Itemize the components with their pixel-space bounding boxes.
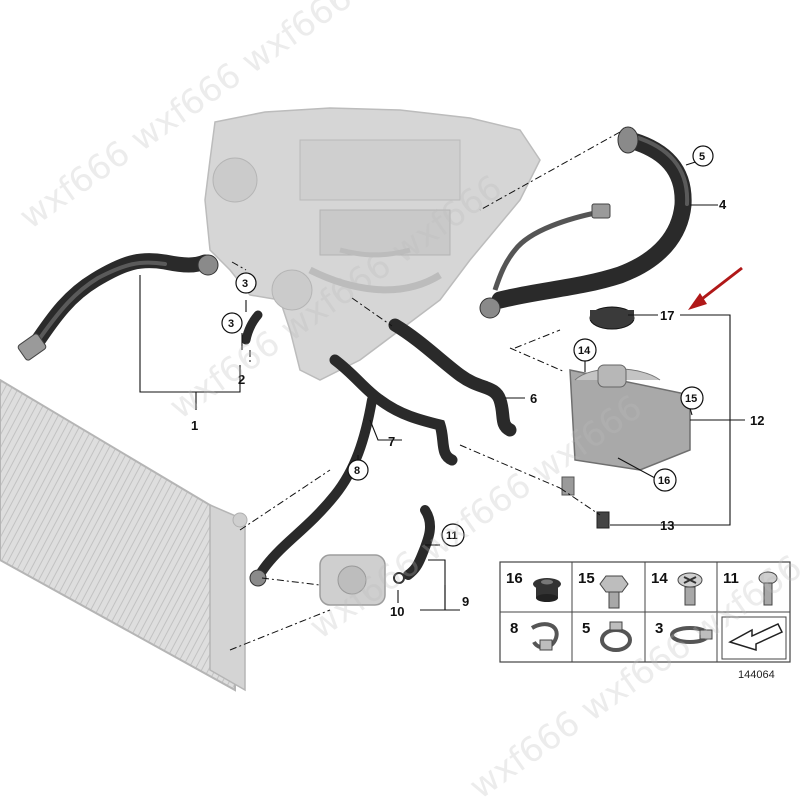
callout-10: 10 — [390, 604, 404, 619]
callout-4: 4 — [719, 197, 727, 212]
callout-1: 1 — [191, 418, 198, 433]
engine-block — [204, 107, 541, 381]
highlight-arrow-icon — [688, 266, 743, 310]
callout-9: 9 — [462, 594, 469, 609]
callouts: 1 2 4 6 7 9 10 12 13 17 3 3 5 8 11 14 15… — [191, 145, 764, 619]
water-pump-part-9 — [319, 505, 436, 606]
grid-label-16: 16 — [506, 570, 523, 587]
cross-screw-icon — [677, 572, 703, 606]
callout-6: 6 — [530, 391, 537, 406]
callout-17: 17 — [660, 308, 674, 323]
grommet-icon — [533, 578, 561, 602]
callout-16: 16 — [658, 475, 670, 487]
spring-clip-icon — [530, 622, 559, 651]
grid-label-5: 5 — [582, 620, 590, 637]
callout-8: 8 — [354, 465, 360, 477]
callout-13: 13 — [660, 518, 674, 533]
hex-bolt-icon — [599, 575, 629, 609]
vent-pipe — [492, 203, 611, 291]
callout-14: 14 — [578, 345, 591, 357]
callout-12: 12 — [750, 413, 764, 428]
arrow-plate-icon — [721, 616, 787, 660]
callout-11: 11 — [446, 530, 458, 542]
torx-screw-icon — [758, 571, 778, 606]
parts-grid: 16 15 14 11 8 5 3 — [499, 561, 791, 663]
hose-clamp-icon — [600, 621, 632, 652]
grid-label-15: 15 — [578, 570, 595, 587]
grid-label-8: 8 — [510, 620, 518, 637]
callout-15: 15 — [685, 393, 697, 405]
callout-3a: 3 — [242, 278, 248, 290]
grid-label-14: 14 — [651, 570, 668, 587]
grid-label-11: 11 — [723, 570, 739, 587]
callout-5: 5 — [699, 151, 705, 163]
grid-label-3: 3 — [655, 620, 663, 637]
hose-part-7 — [249, 395, 377, 587]
hose-part-3 — [241, 310, 263, 345]
hose-part-4 — [479, 126, 692, 319]
expansion-tank — [561, 306, 691, 529]
radiator — [0, 378, 248, 692]
reference-number: 144064 — [738, 669, 775, 681]
hose-part-1 — [17, 253, 219, 361]
callout-3b: 3 — [228, 318, 234, 330]
callout-2: 2 — [238, 372, 245, 387]
band-clamp-icon — [670, 626, 713, 644]
callout-7: 7 — [388, 434, 395, 449]
hose-part-6 — [329, 318, 517, 466]
